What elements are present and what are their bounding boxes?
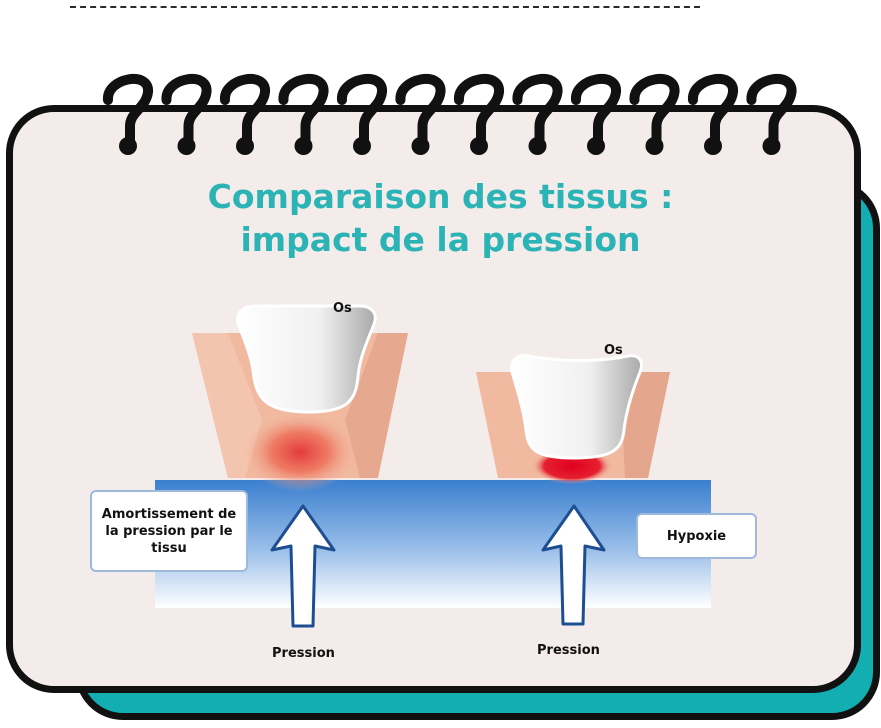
left-tissue bbox=[192, 304, 408, 492]
left-bone-label: Os bbox=[333, 301, 352, 316]
title-line-2: impact de la pression bbox=[240, 220, 641, 259]
title-line-1: Comparaison des tissus : bbox=[207, 177, 674, 216]
diagram-title: Comparaison des tissus : impact de la pr… bbox=[0, 175, 881, 261]
right-pressure-label: Pression bbox=[537, 643, 600, 658]
hypoxia-callout: Hypoxie bbox=[636, 513, 757, 559]
left-pressure-label: Pression bbox=[272, 646, 335, 661]
bone-icon bbox=[236, 304, 377, 414]
cushion-callout: Amortissement de la pression par le tiss… bbox=[90, 490, 248, 572]
top-dashed-divider bbox=[70, 6, 700, 8]
right-bone-label: Os bbox=[604, 343, 623, 358]
up-arrow-icon bbox=[541, 504, 606, 626]
right-tissue bbox=[476, 354, 670, 484]
up-arrow-icon bbox=[270, 504, 336, 628]
bone-icon bbox=[510, 354, 643, 460]
left-pressure-zone bbox=[242, 412, 358, 492]
